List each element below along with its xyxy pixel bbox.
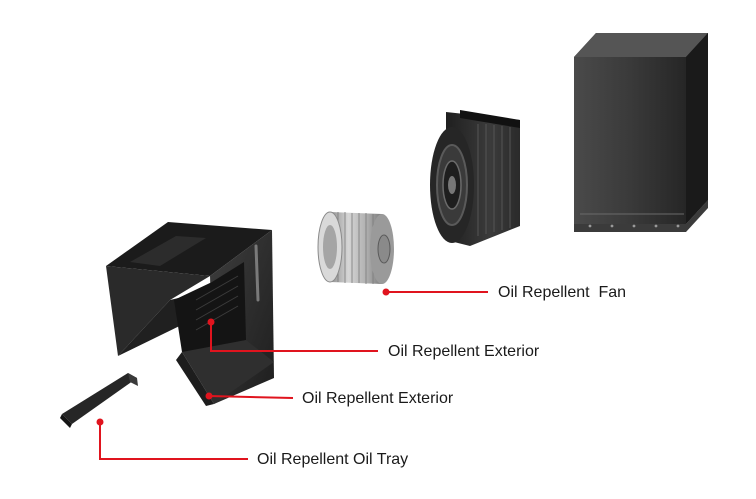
leader-lines — [99, 291, 488, 460]
fan-wheel-illustration — [317, 211, 394, 284]
leader-line-oil-tray — [99, 422, 248, 460]
leader-dot-oil-tray — [96, 418, 104, 426]
callout-label-oil-tray: Oil Repellent Oil Tray — [257, 451, 409, 468]
leader-line-exterior-upper — [210, 322, 378, 352]
leader-dot-exterior-lower — [205, 392, 213, 400]
leader-dots — [96, 288, 390, 426]
chimney-cover-illustration — [574, 33, 708, 232]
leader-dot-fan — [382, 288, 390, 296]
callout-label-fan: Oil Repellent Fan — [498, 284, 627, 301]
fan-housing-illustration — [430, 110, 520, 246]
leader-line-exterior-lower — [208, 395, 294, 399]
oil-tray-illustration — [60, 373, 138, 428]
range-hood-body-illustration — [106, 222, 274, 406]
callout-label-exterior-upper: Oil Repellent Exterior — [388, 343, 540, 360]
callout-label-exterior-lower: Oil Repellent Exterior — [302, 390, 454, 407]
leader-dot-exterior-upper — [207, 318, 215, 326]
